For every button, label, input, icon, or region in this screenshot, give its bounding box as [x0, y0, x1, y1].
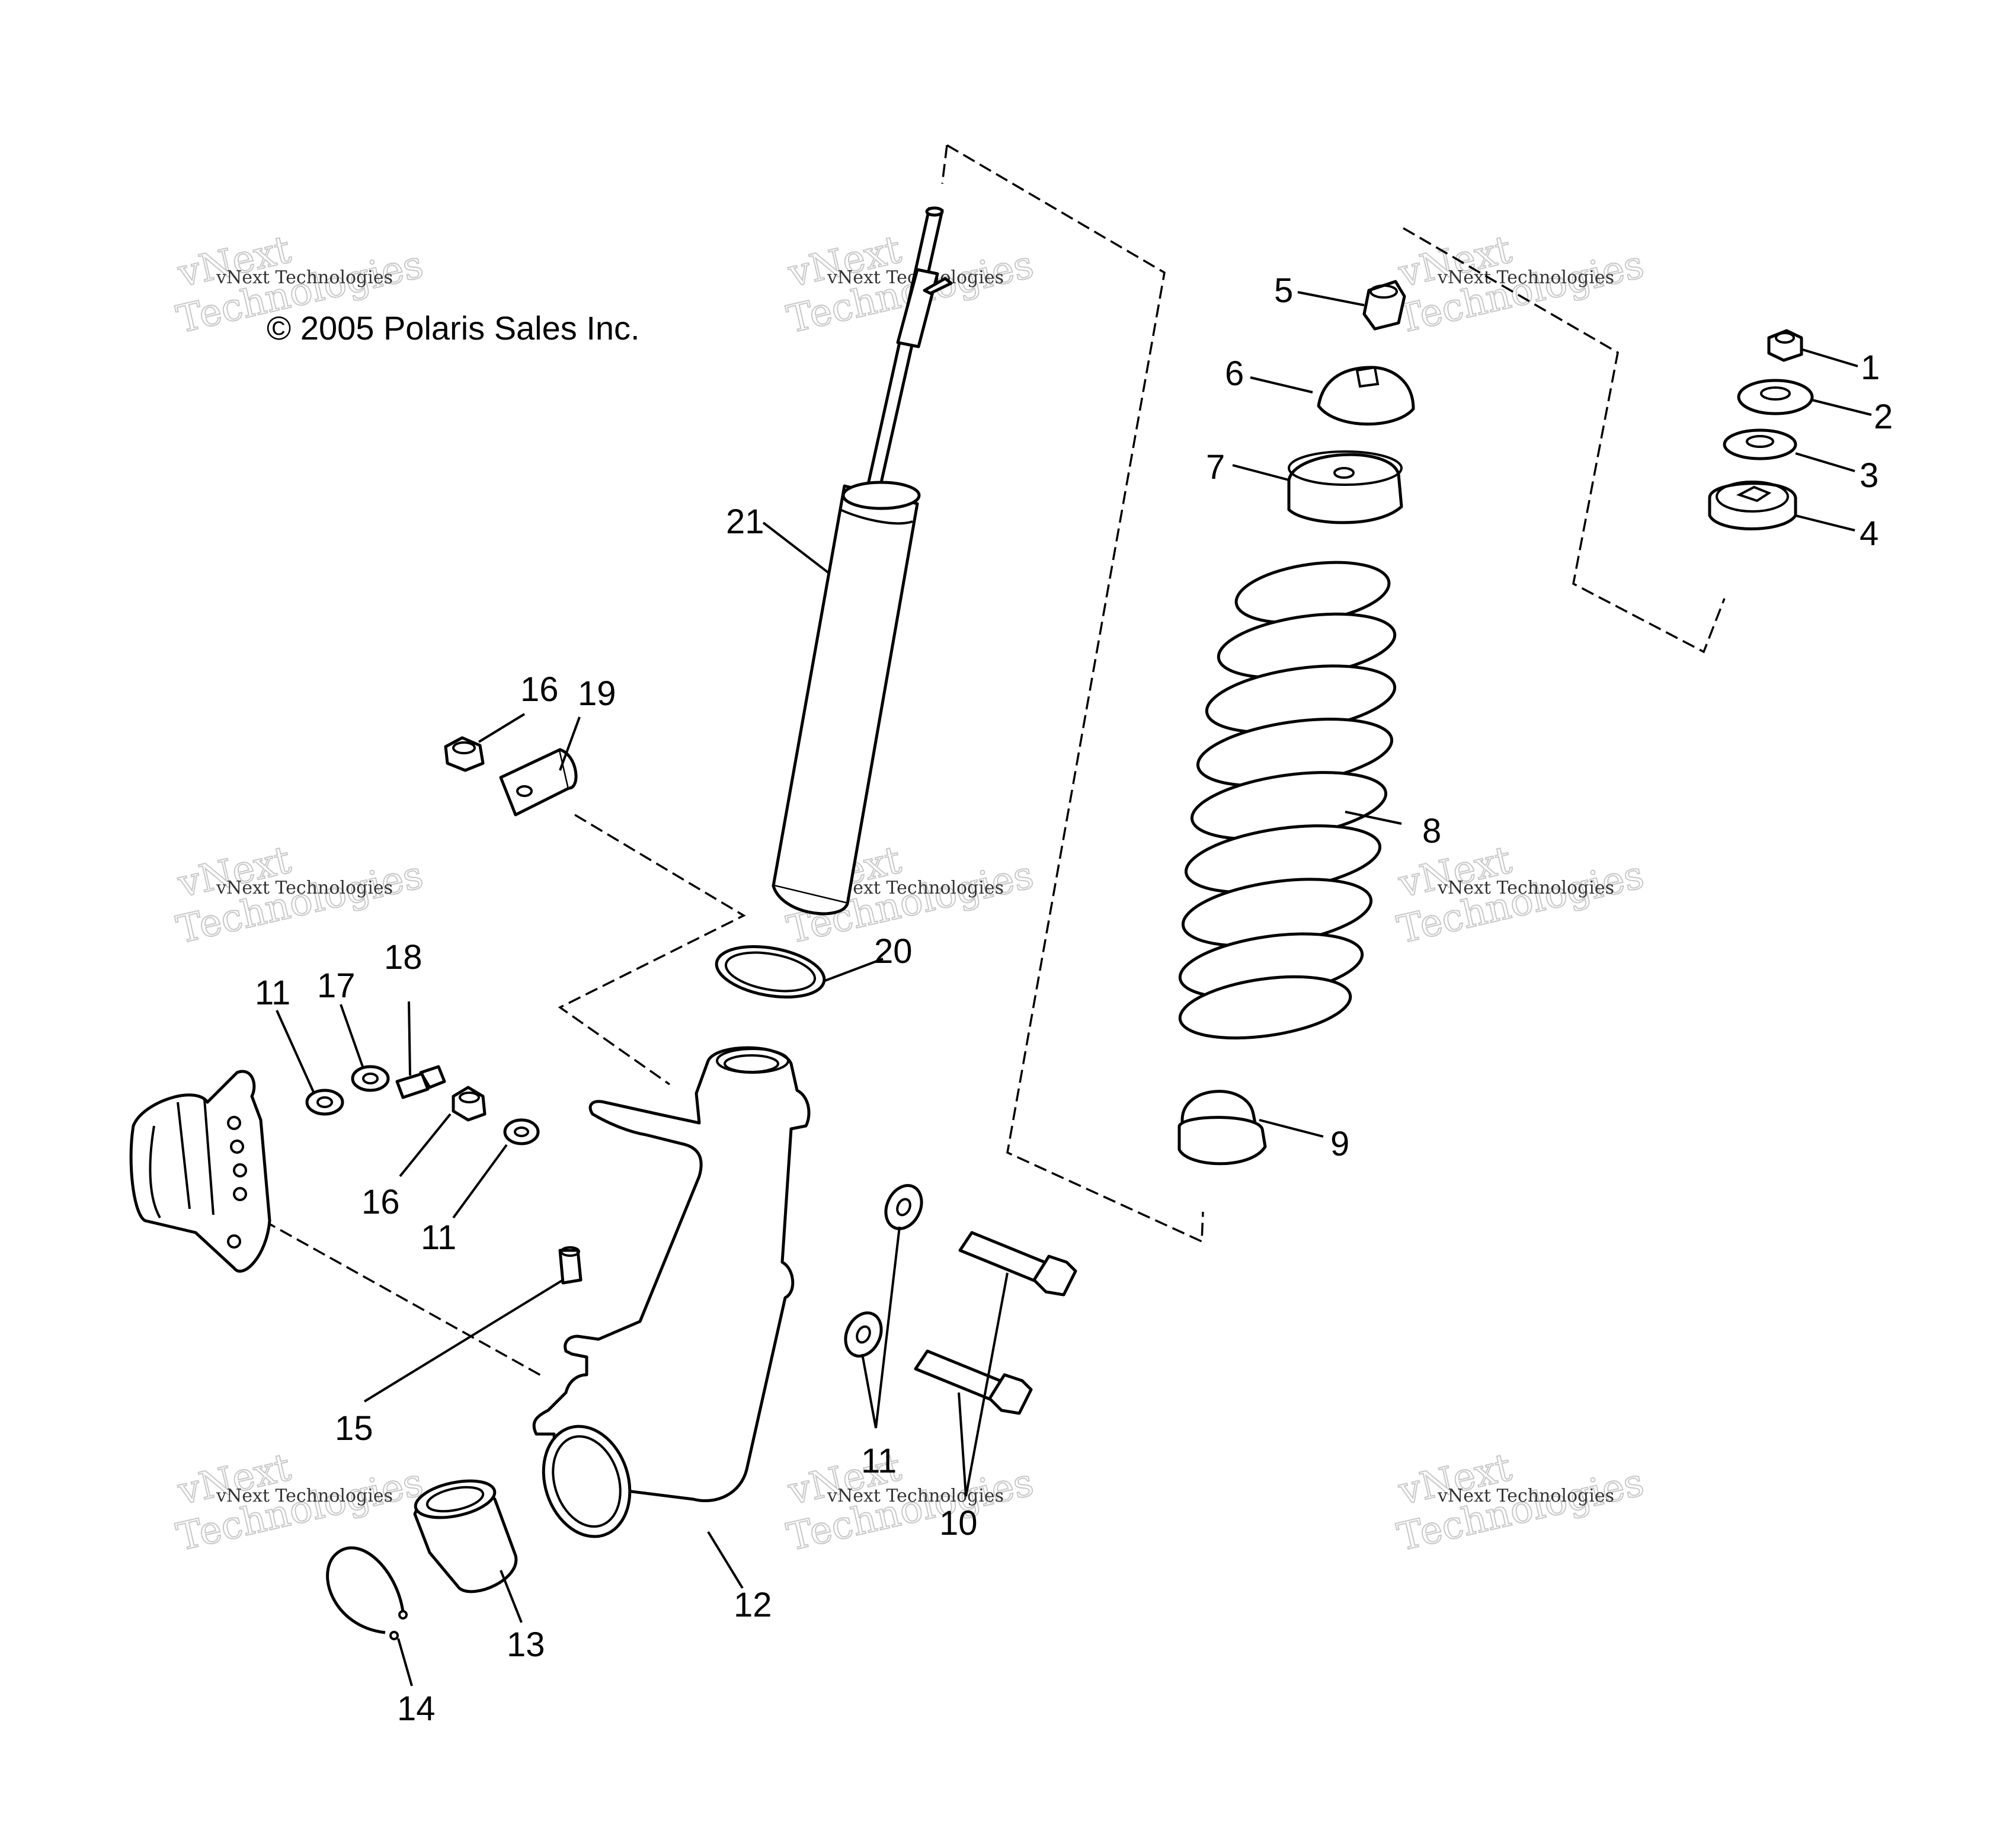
watermark-text: vNext Technologies	[827, 1486, 1004, 1506]
watermark-group: vNext Technologies vNext Technologies vN…	[172, 227, 1648, 1560]
watermark-text: vNext Technologies	[1437, 1486, 1614, 1506]
callout-15: 15	[335, 1409, 373, 1448]
callout-9: 9	[1330, 1125, 1349, 1163]
washer-bolt-upper	[884, 1184, 923, 1230]
callout-7: 7	[1206, 448, 1225, 487]
callout-16: 16	[361, 1183, 400, 1221]
callout-8: 8	[1422, 812, 1441, 850]
assembly-line-caliper	[263, 1220, 546, 1379]
coil-spring	[1178, 561, 1397, 1040]
hex-nut-upper	[444, 736, 485, 772]
callout-5: 5	[1274, 271, 1293, 310]
bolt-small	[395, 1065, 446, 1099]
upper-mount-bushing	[1708, 481, 1797, 530]
wheel-bearing	[413, 1479, 518, 1593]
callout-3: 3	[1860, 456, 1879, 495]
snap-ring	[326, 1546, 408, 1640]
callout-numbers: 1 2 3 4 5 6 7 8 9 10 11 11 11 12 13 14 1…	[255, 271, 1893, 1728]
watermark-text: vNext Technologies	[827, 878, 1004, 898]
callout-10: 10	[939, 1504, 978, 1542]
assembly-line-top-mount	[1403, 227, 1726, 654]
thin-washer	[1723, 428, 1797, 460]
callout-16: 16	[520, 670, 559, 709]
callout-11: 11	[861, 1442, 897, 1480]
hex-bolt-upper	[958, 1231, 1077, 1297]
watermark-text: vNext Technologies	[216, 878, 393, 898]
callout-11: 11	[255, 974, 290, 1012]
callout-11: 11	[421, 1218, 456, 1257]
callout-6: 6	[1225, 354, 1244, 393]
callout-12: 12	[734, 1586, 772, 1624]
assembly-line-strut-end	[941, 145, 948, 184]
callout-21: 21	[726, 503, 764, 541]
washer-caliper-upper	[305, 1089, 344, 1116]
assembly-line-bracket	[558, 814, 746, 1086]
watermark-text: vNext Technologies	[216, 267, 393, 288]
callout-2: 2	[1874, 398, 1893, 436]
watermark-text: vNext Technologies	[1437, 878, 1614, 898]
hex-nut-caliper	[452, 1086, 487, 1122]
callout-14: 14	[397, 1689, 436, 1728]
flange-nut	[1767, 329, 1803, 362]
callout-13: 13	[507, 1625, 545, 1664]
callout-17: 17	[317, 966, 356, 1005]
washer-bolt-lower	[844, 1311, 883, 1358]
grease-fitting	[558, 1246, 583, 1285]
assembly-line-strut	[946, 144, 1204, 1243]
callout-20: 20	[874, 932, 913, 971]
hex-bolt-lower	[914, 1349, 1033, 1415]
watermark-text: vNext Technologies	[1437, 267, 1614, 288]
watermark-text: vNext Technologies	[216, 1486, 393, 1506]
lock-washer	[351, 1065, 390, 1092]
dome-cap	[1317, 366, 1415, 426]
o-ring	[715, 945, 826, 999]
callout-4: 4	[1860, 514, 1879, 553]
brake-caliper	[129, 1070, 271, 1273]
top-nut	[1362, 280, 1406, 331]
leader-lines	[276, 291, 1872, 1686]
steering-knuckle	[532, 1046, 811, 1538]
bump-stop	[1177, 1090, 1267, 1166]
washer-caliper-lower	[503, 1118, 540, 1145]
callout-19: 19	[578, 674, 616, 713]
strut-shock-absorber	[772, 206, 953, 916]
callout-18: 18	[384, 938, 423, 977]
copyright-text: © 2005 Polaris Sales Inc.	[267, 309, 640, 347]
thick-washer	[1737, 379, 1814, 415]
spring-seat	[1287, 450, 1403, 524]
callout-1: 1	[1861, 348, 1880, 387]
